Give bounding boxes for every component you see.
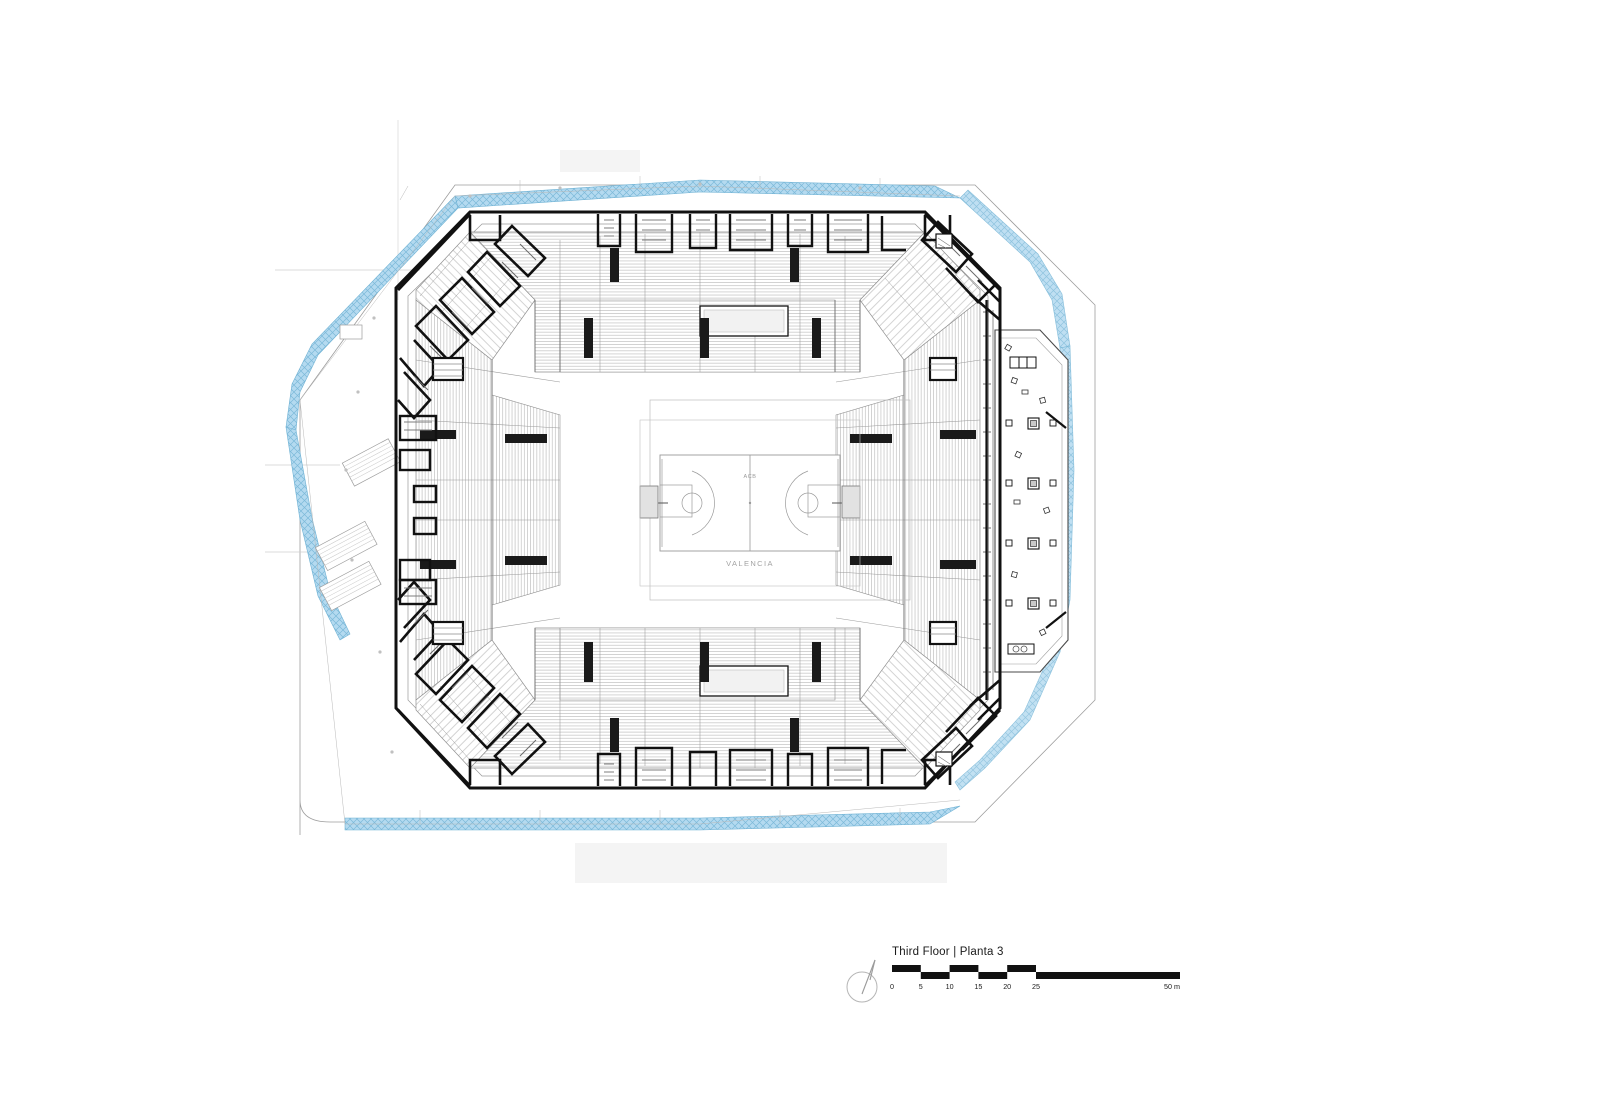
east-concourse-terrace [983,300,1069,700]
drawing-legend: Third Floor | Planta 3 0 5 10 15 20 25 5… [842,946,1262,1016]
scale-tick: 15 [974,982,983,991]
north-arrow-icon [846,959,878,1003]
scale-tick: 25 [1032,982,1040,991]
scale-bar [892,965,1180,979]
court-league-mark: ACB [743,474,756,480]
basketball-court: ACB VALENCIA [639,399,911,601]
floor-label: Third Floor | Planta 3 [892,946,1004,958]
west-ramps [314,324,401,612]
scale-tick: 20 [1003,982,1012,991]
scale-tick: 0 [890,982,894,991]
seating-tier-north [469,231,926,373]
court-team-mark: VALENCIA [726,559,774,568]
seating-tier-corner-nw [415,231,536,361]
perimeter-structure [396,212,1002,788]
seating-tier-sw [415,639,536,769]
ground-shadow [560,150,947,883]
seating-tier-south [469,627,926,769]
survey-points [344,182,862,754]
upper-tier-seating-bowl [415,231,981,769]
site-grid-lines [299,176,961,825]
scale-max-label: 50 m [1164,982,1180,991]
scale-tick: 10 [945,982,954,991]
scale-tick-labels: 0 5 10 15 20 25 [890,982,1192,994]
seating-tier-east [835,299,981,701]
scale-tick: 5 [918,982,923,991]
vomitory-openings [420,248,976,752]
